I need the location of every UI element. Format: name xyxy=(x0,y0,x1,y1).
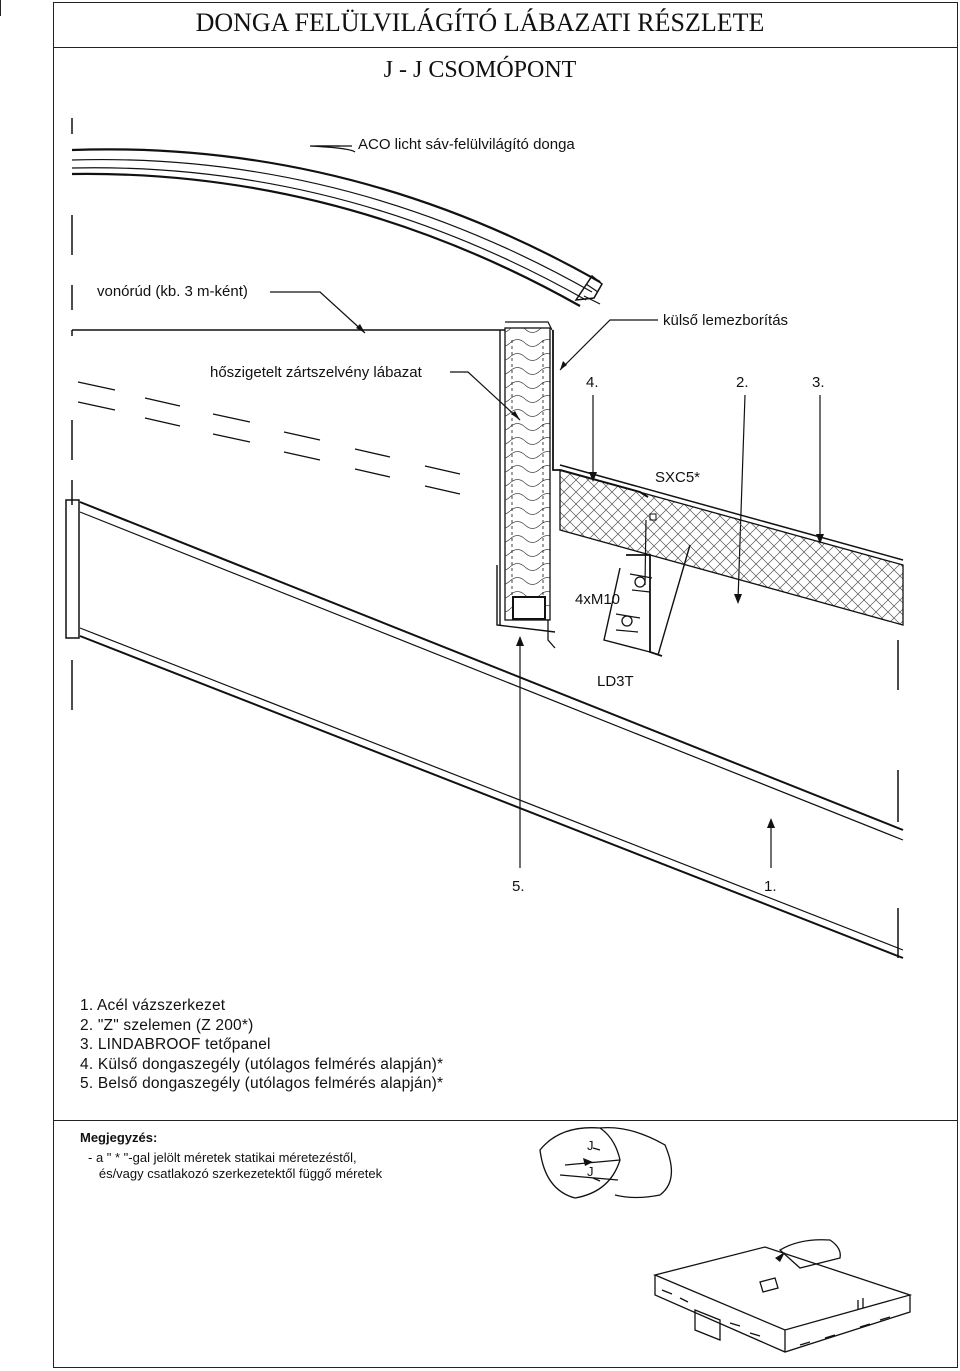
drawing-title: DONGA FELÜLVILÁGÍTÓ LÁBAZATI RÉSZLETE xyxy=(195,8,765,37)
callout-3: 3. xyxy=(812,374,825,391)
callout-4: 4. xyxy=(586,374,599,391)
dashed-purlin-lines xyxy=(77,381,461,495)
legend-item: 5. Belső dongaszegély (utólagos felmérés… xyxy=(80,1075,444,1093)
note-line-2: és/vagy csatlakozó szerkezetektől függő … xyxy=(88,1166,383,1181)
building-sketch xyxy=(652,1239,913,1353)
section-mark-bottom: J xyxy=(587,1164,594,1179)
legend-item: 1. Acél vázszerkezet xyxy=(80,997,226,1014)
z-purlin xyxy=(603,513,691,657)
roof-panel xyxy=(559,464,904,626)
legend-item: 2. "Z" szelemen (Z 200*) xyxy=(80,1016,254,1034)
label-aco-skylight: ACO licht sáv-felülvilágító donga xyxy=(358,136,575,153)
notes-box xyxy=(53,1120,958,1368)
drawing-frame xyxy=(53,2,958,1368)
aco-skylight-arch xyxy=(71,148,603,307)
label-outer-cladding: külső lemezborítás xyxy=(663,312,789,329)
building-sketch-icon xyxy=(539,1126,672,1199)
steel-frame xyxy=(65,499,904,959)
label-4xm10: 4xM10 xyxy=(575,591,621,608)
callout-5: 5. xyxy=(512,878,525,895)
title-box xyxy=(53,2,958,48)
legend-list: 1. Acél vázszerkezet 2. "Z" szelemen (Z … xyxy=(80,996,443,1094)
notes-title: Megjegyzés: xyxy=(80,1130,158,1145)
callout-2: 2. xyxy=(736,374,749,391)
note-line-1: - a " * "-gal jelölt méretek statikai mé… xyxy=(88,1150,357,1165)
corner-tick xyxy=(0,0,1,16)
drawing-subtitle: J - J CSOMÓPONT xyxy=(383,57,577,83)
label-insulated-upstand: hőszigetelt zártszelvény lábazat xyxy=(210,364,422,381)
legend-item: 3. LINDABROOF tetőpanel xyxy=(80,1036,271,1054)
label-tension-rod: vonórúd (kb. 3 m-ként) xyxy=(97,283,248,300)
insulated-upstand xyxy=(496,321,560,649)
label-ld3t: LD3T xyxy=(597,673,634,690)
callout-1: 1. xyxy=(764,878,777,895)
section-mark-top: J xyxy=(587,1138,594,1153)
label-sxc5: SXC5* xyxy=(655,469,701,486)
legend-item: 4. Külső dongaszegély (utólagos felmérés… xyxy=(80,1055,444,1073)
